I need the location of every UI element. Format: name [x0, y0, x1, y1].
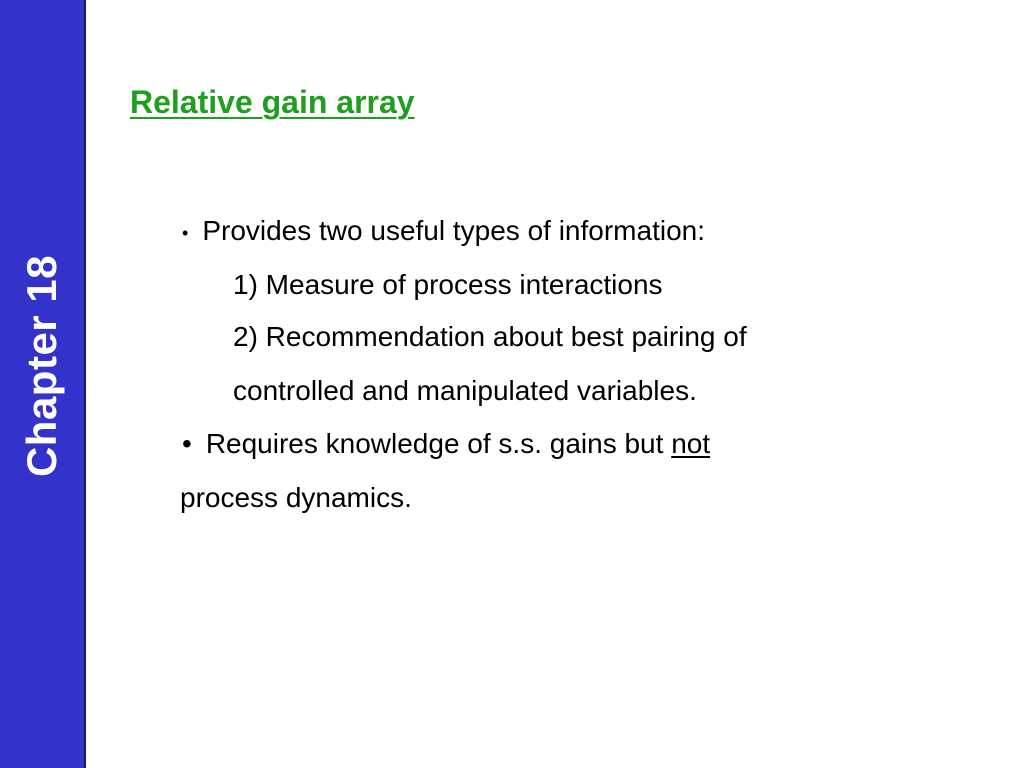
bullet-item-1: • Provides two useful types of informatio…: [182, 214, 705, 250]
emphasis-not: not: [671, 428, 711, 459]
slide-title: Relative gain array: [130, 84, 415, 120]
bullet-item-2-text: Requires knowledge of s.s. gains but: [205, 428, 672, 459]
bullet-item-1-text: Provides two useful types of information…: [202, 215, 705, 246]
bullet-item-2-continuation: process dynamics.: [180, 482, 412, 513]
sub-item-2-line-1: 2) Recommendation about best pairing of: [233, 321, 747, 352]
bullet-item-2: • Requires knowledge of s.s. gains but no…: [182, 427, 710, 461]
sub-item-1: 1) Measure of process interactions: [233, 269, 663, 300]
bullet-icon: •: [182, 222, 189, 243]
bullet-icon: •: [182, 428, 192, 459]
chapter-sidebar: Chapter 18: [0, 0, 86, 768]
sub-item-2-line-2: controlled and manipulated variables.: [233, 375, 697, 406]
